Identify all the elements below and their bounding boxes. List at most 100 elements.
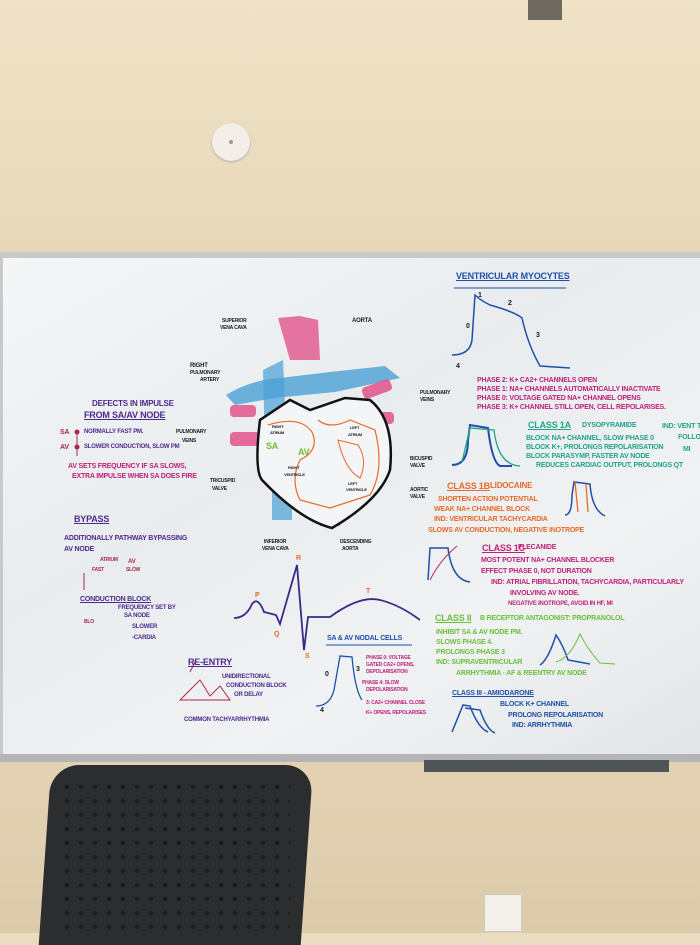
heart-label-descending-aorta: aorta (342, 546, 359, 552)
ecg-label-t: T (366, 588, 371, 595)
class1c-curve-slope (429, 545, 458, 581)
defects-title: Defects in impulse (92, 399, 174, 408)
ventricular-title: Ventricular myocytes (456, 271, 570, 281)
ventricular-line: Phase 2: K+ Ca2+ channels open (477, 377, 598, 384)
defects-note: AV sets frequency if SA slows, (68, 463, 187, 470)
class2-line: Prolongs phase 3 (436, 649, 505, 656)
class1c-curve (427, 547, 471, 583)
heart-label-pv: Pulmonary (176, 429, 207, 435)
heart-label-ivc: Inferior (264, 539, 287, 545)
nodal-line: depolarisation (366, 669, 408, 675)
heart-label-svc: Superior (222, 318, 247, 324)
class1a-curve-blue (451, 423, 512, 467)
heart-label-rpa: artery (200, 377, 220, 383)
heart-label-rpa: pulmonary (190, 370, 221, 376)
class1c-line: Ind: atrial fibrillation, tachycardia, p… (491, 579, 684, 586)
ecg-label-s: S (305, 653, 310, 660)
reentry-line: conduction block (226, 683, 287, 689)
class1a-ind: Follow (678, 434, 700, 441)
bypass-line: AV node (64, 546, 94, 553)
ceiling-fixture (528, 0, 562, 20)
class1a-ind: Ind: Vent T (662, 423, 700, 430)
sa-label: SA (60, 429, 70, 436)
heart-label-aortic: valve (410, 494, 425, 500)
class1b-curve-orange (574, 481, 589, 513)
eraser-rail (424, 760, 669, 772)
class1b-line: Ind: ventricular tachycardia (434, 516, 548, 523)
heart-label-descending-aorta: Descending (340, 539, 372, 545)
nodal-phase-label: 4 (320, 707, 324, 714)
class1b-line: Weak Na+ channel block (434, 506, 530, 513)
phase-label: 4 (456, 363, 460, 370)
av-label: AV (60, 444, 69, 451)
heart-label-ra: Right (272, 424, 284, 429)
heart-label-aortic: Aortic (410, 487, 428, 493)
conduction-block-note: Blo (84, 619, 94, 625)
heart-label-la: atrium (348, 432, 363, 437)
ventricular-line: Phase 0: Voltage gated Na+ channel opens (477, 395, 641, 402)
class1a-ind: MI (683, 446, 691, 453)
heart-label-rv: Right (288, 465, 300, 470)
nodal-ap-curve (315, 655, 363, 707)
class1c-drug: Flecanide (518, 544, 557, 551)
heart-label-ivc: vena cava (262, 546, 289, 552)
bypass-slow: Slow (126, 567, 141, 573)
heart-label-lv: ventricle (346, 487, 367, 492)
bypass-atrium: Atrium (100, 557, 118, 563)
heart-label-tricuspid: valve (212, 486, 227, 492)
heart-label-pv: Pulmonary (420, 390, 451, 396)
class1a-line: Reduces cardiac output, prolongs QT (536, 462, 684, 469)
heart-label-tricuspid: Tricuspid (210, 478, 236, 484)
reentry-title: Re-entry (188, 657, 233, 667)
heart-label-av: AV (298, 447, 310, 457)
smoke-detector (212, 123, 250, 161)
bypass-title: Bypass (74, 514, 110, 524)
av-text: Slower conduction, slow PM (84, 444, 180, 450)
reentry-drawing (178, 659, 231, 701)
heart-label-rpa: Right (190, 363, 208, 369)
nodal-line: K+ opens, repolarises (366, 710, 426, 716)
heart-diagram (226, 316, 400, 530)
ecg-label-p: P (255, 592, 260, 599)
class1c-title: Class 1c (482, 543, 525, 553)
nodal-phase-label: 0 (325, 671, 329, 678)
ventricular-ap-curve (451, 293, 571, 369)
class3-title: Class III - Amiodarone (452, 690, 534, 697)
heart-label-pv: veins (182, 438, 197, 444)
bypass-line: Additionally pathway bypassing (64, 535, 188, 542)
phase-label: 0 (466, 323, 470, 330)
class3-line: Ind: arrhythmia (512, 722, 573, 729)
class2-title: Class II (435, 613, 472, 623)
class1b-title: Class 1b (447, 481, 490, 491)
class2-line: Inhibit SA & AV node PM. (436, 629, 523, 636)
class2-line: arrhythmia - AF & reentry AV node (456, 670, 587, 677)
ecg-label-r: R (296, 555, 301, 562)
class2-curve-green (555, 632, 616, 665)
heart-label-rv: ventricle (284, 472, 305, 477)
defects-note: extra impulse when SA does fire (72, 473, 197, 480)
class1a-line: Block Na+ channel, slow phase 0 (526, 435, 654, 442)
class2-drug: B receptor antagonist: propranolol (480, 615, 625, 622)
bypass-fast: Fast (92, 567, 104, 573)
nodal-phase-label: 3 (356, 666, 360, 673)
heart-label-la: Left (350, 425, 360, 430)
phase-label: 1 (478, 292, 482, 299)
bypass-av: AV (128, 559, 136, 565)
nodal-line: Phase 4: slow (362, 680, 399, 686)
reentry-line: or delay (234, 692, 263, 698)
conduction-block-line: Slower (132, 624, 158, 630)
class1b-line: Shorten action potential (438, 496, 538, 503)
conduction-block-line: Frequency set by (118, 605, 176, 611)
phase-label: 2 (508, 300, 512, 307)
wall-outlet (484, 894, 522, 932)
chair-mesh (60, 780, 290, 930)
reentry-footer: Common tachyarrhythmia (184, 717, 270, 723)
heart-label-sa: SA (266, 441, 279, 451)
heart-label-aorta: Aorta (352, 318, 372, 324)
nodal-line: depolarisation (366, 687, 408, 693)
class1c-line: involving AV node. (510, 590, 580, 597)
nodal-line: Phase 0: voltage (366, 655, 411, 661)
class2-curve-blue (539, 633, 591, 666)
class2-line: Slows phase 4. (436, 639, 493, 646)
